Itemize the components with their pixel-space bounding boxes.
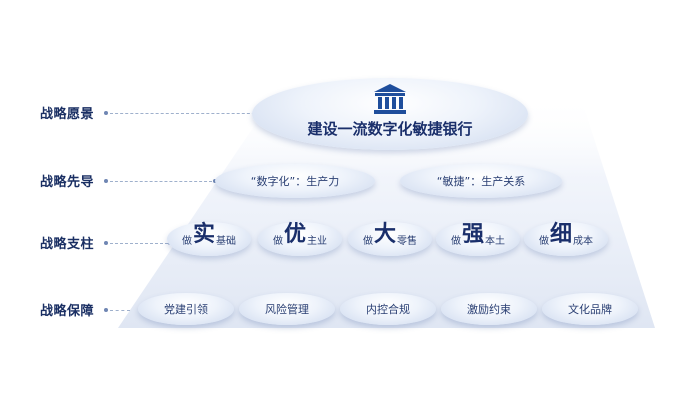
pillar-prefix: 做 [450,235,461,247]
connector-dot [104,241,108,245]
guarantee-text: 风险管理 [265,303,309,316]
guide-ellipse: “数字化”：生产力 [215,164,375,198]
guarantee-text: 党建引领 [164,303,208,316]
pillar-ellipse: 做 强 本土 [436,222,520,256]
connector-dot [104,179,108,183]
pillar-suffix: 本土 [485,235,505,247]
row-label-vision: 战略愿景 [40,107,95,122]
pillar-prefix: 做 [538,235,549,247]
pillar-keyword: 大 [373,222,396,247]
connector-dot [104,111,108,115]
pillar-keyword: 实 [192,222,215,247]
vision-text: 建设一流数字化敏捷银行 [307,120,473,138]
guide-text: “数字化”：生产力 [250,175,340,188]
pillar-suffix: 基础 [216,235,236,247]
guide-ellipse: “敏捷”：生产关系 [400,164,562,198]
connector-line [110,310,130,311]
guarantee-text: 文化品牌 [568,303,612,316]
pillar-suffix: 成本 [573,235,593,247]
pillar-keyword: 优 [283,222,306,247]
row-label-guarantee: 战略保障 [40,304,95,319]
guarantee-text: 激励约束 [467,303,511,316]
guarantee-ellipse: 党建引领 [138,293,234,325]
bank-icon [374,84,406,114]
guarantee-ellipse: 文化品牌 [542,293,638,325]
pillar-prefix: 做 [181,235,192,247]
pillar-ellipse: 做 优 主业 [258,222,342,256]
row-label-pillar: 战略支柱 [40,237,95,252]
pillar-ellipse: 做 大 零售 [348,222,432,256]
pillar-suffix: 主业 [307,235,327,247]
guarantee-ellipse: 内控合规 [340,293,436,325]
pillar-ellipse: 做 细 成本 [524,222,608,256]
vision-ellipse: 建设一流数字化敏捷银行 [252,78,528,150]
pillar-keyword: 细 [549,222,572,247]
pillar-keyword: 强 [461,222,484,247]
pillar-prefix: 做 [362,235,373,247]
pillar-suffix: 零售 [397,235,417,247]
guarantee-ellipse: 激励约束 [441,293,537,325]
row-label-guide: 战略先导 [40,175,95,190]
connector-line [110,113,260,114]
guide-text: “敏捷”：生产关系 [436,175,526,188]
guarantee-text: 内控合规 [366,303,410,316]
connector-line [110,243,168,244]
connector-dot [104,308,108,312]
pillar-prefix: 做 [272,235,283,247]
guarantee-ellipse: 风险管理 [239,293,335,325]
connector-line [110,181,212,182]
pillar-ellipse: 做 实 基础 [167,222,251,256]
